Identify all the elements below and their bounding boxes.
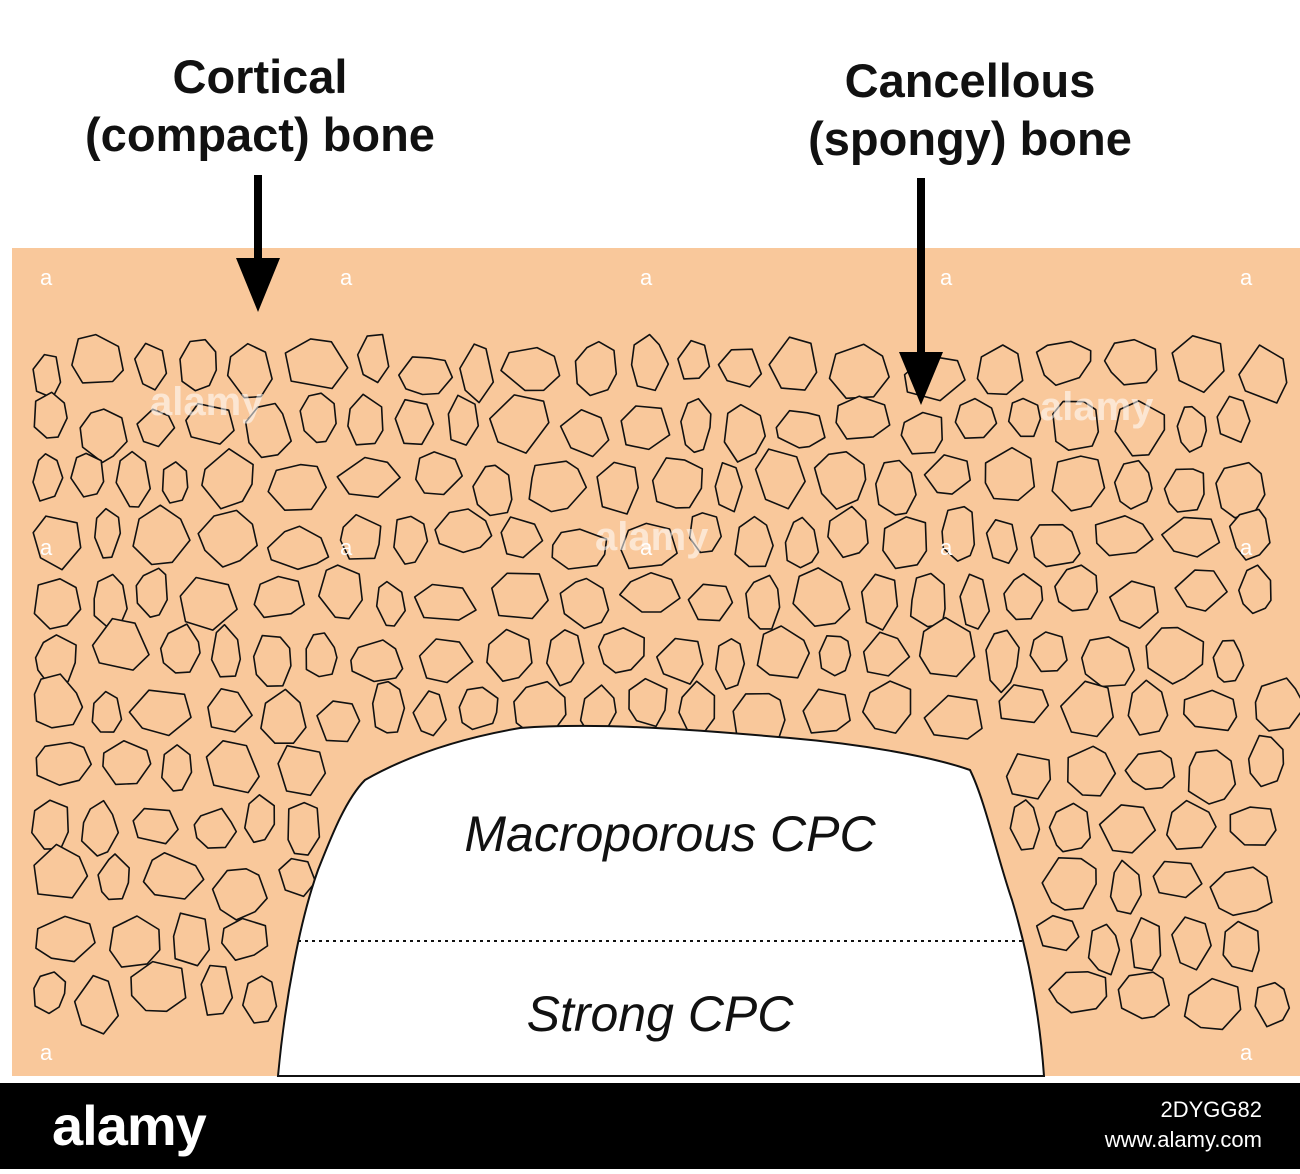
label-strong-cpc: Strong CPC	[380, 985, 940, 1043]
svg-text:a: a	[40, 1040, 53, 1065]
svg-text:a: a	[1240, 265, 1253, 290]
label-cortical-bone: Cortical (compact) bone	[40, 48, 480, 164]
label-cancellous-line2: (spongy) bone	[760, 110, 1180, 168]
svg-text:a: a	[340, 1040, 353, 1065]
trabecula-cell	[911, 574, 945, 627]
svg-text:a: a	[640, 265, 653, 290]
trabecula-cell	[1256, 678, 1300, 731]
label-macroporous-cpc: Macroporous CPC	[380, 805, 960, 863]
svg-text:a: a	[1240, 535, 1253, 560]
trabecula-cell	[819, 636, 850, 676]
watermark-overlay: alamy	[150, 380, 263, 425]
trabecula-cell	[174, 913, 210, 966]
label-cortical-line2: (compact) bone	[40, 106, 480, 164]
footer-url: www.alamy.com	[1105, 1127, 1262, 1153]
trabecula-cell	[163, 462, 188, 503]
watermark-footer: alamy 2DYGG82 www.alamy.com	[0, 1083, 1300, 1169]
svg-text:a: a	[40, 265, 53, 290]
watermark-overlay: alamy	[1040, 385, 1153, 430]
svg-text:a: a	[340, 265, 353, 290]
svg-text:a: a	[940, 535, 953, 560]
label-cortical-line1: Cortical	[40, 48, 480, 106]
svg-text:a: a	[1240, 1040, 1253, 1065]
svg-text:a: a	[940, 265, 953, 290]
trabecula-cell	[459, 687, 498, 729]
trabecula-cell	[373, 682, 405, 733]
svg-text:a: a	[40, 535, 53, 560]
watermark-overlay: alamy	[595, 515, 708, 560]
image-code: 2DYGG82	[1161, 1097, 1263, 1123]
svg-text:a: a	[340, 535, 353, 560]
label-cancellous-bone: Cancellous (spongy) bone	[760, 52, 1180, 168]
trabecula-cell	[254, 636, 291, 687]
alamy-logo: alamy	[52, 1093, 206, 1158]
label-cancellous-line1: Cancellous	[760, 52, 1180, 110]
